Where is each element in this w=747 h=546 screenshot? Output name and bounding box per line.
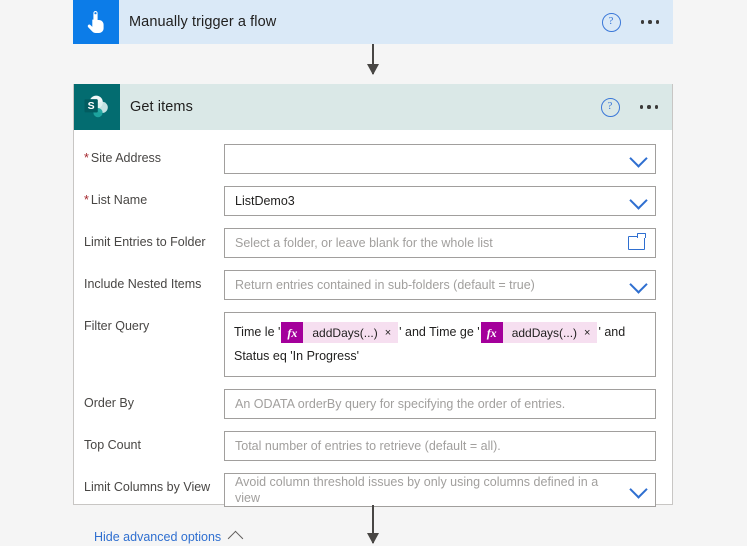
hide-advanced-options-button[interactable]: Hide advanced options [94, 530, 244, 546]
list-name-value: ListDemo3 [235, 194, 295, 208]
svg-text:S: S [88, 100, 95, 112]
help-icon[interactable]: ? [601, 12, 621, 32]
tap-hand-icon [73, 0, 119, 44]
limit-entries-to-folder-input[interactable]: Select a folder, or leave blank for the … [224, 228, 656, 258]
chevron-down-icon[interactable] [629, 149, 648, 168]
limit-columns-by-view-input[interactable]: Avoid column threshold issues by only us… [224, 473, 656, 507]
connector-arrow-top [367, 44, 379, 75]
trigger-card[interactable]: Manually trigger a flow ? [73, 0, 673, 44]
field-row-list-name: *List Name ListDemo3 [84, 186, 656, 216]
filter-query-text-between: ' and Time ge ' [399, 325, 480, 339]
sharepoint-icon: S [74, 84, 120, 130]
trigger-card-actions: ? [601, 0, 662, 44]
chevron-down-icon[interactable] [629, 275, 648, 294]
trigger-card-header[interactable]: Manually trigger a flow ? [73, 0, 673, 44]
connector-arrow-bottom [367, 505, 379, 544]
field-row-limit-columns-by-view: Limit Columns by View Avoid column thres… [84, 473, 656, 507]
expression-token-2[interactable]: fx addDays(...) × [480, 322, 598, 344]
action-card-get-items[interactable]: S Get items ? *Site Address [73, 84, 673, 546]
field-row-limit-entries-to-folder: Limit Entries to Folder Select a folder,… [84, 228, 656, 258]
top-count-placeholder: Total number of entries to retrieve (def… [235, 439, 501, 453]
field-label-limit-entries-to-folder: Limit Entries to Folder [84, 235, 206, 249]
fx-icon: fx [480, 322, 503, 344]
field-label-limit-columns-by-view: Limit Columns by View [84, 480, 211, 494]
remove-token-1-icon[interactable]: × [384, 326, 392, 339]
expression-token-1-label: addDays(...) [312, 325, 378, 340]
field-label-list-name: *List Name [84, 193, 148, 207]
field-label-site-address: *Site Address [84, 151, 162, 165]
field-label-filter-query: Filter Query [84, 319, 150, 333]
order-by-input[interactable]: An ODATA orderBy query for specifying th… [224, 389, 656, 419]
top-count-input[interactable]: Total number of entries to retrieve (def… [224, 431, 656, 461]
filter-query-text-after: ' and [598, 325, 626, 339]
expression-token-2-label: addDays(...) [511, 325, 578, 340]
field-label-top-count: Top Count [84, 438, 141, 452]
limit-columns-by-view-placeholder: Avoid column threshold issues by only us… [235, 475, 599, 505]
action-card-actions: ? [600, 84, 661, 130]
order-by-placeholder: An ODATA orderBy query for specifying th… [235, 397, 566, 411]
required-asterisk: * [84, 151, 89, 165]
field-row-top-count: Top Count Total number of entries to ret… [84, 431, 656, 461]
field-label-order-by: Order By [84, 396, 135, 410]
chevron-down-icon[interactable] [629, 480, 648, 499]
more-menu-icon[interactable] [638, 101, 661, 113]
site-address-input[interactable] [224, 144, 656, 174]
field-row-site-address: *Site Address [84, 144, 656, 174]
include-nested-items-placeholder: Return entries contained in sub-folders … [235, 278, 535, 292]
list-name-input[interactable]: ListDemo3 [224, 186, 656, 216]
chevron-down-icon[interactable] [629, 191, 648, 210]
limit-entries-to-folder-placeholder: Select a folder, or leave blank for the … [235, 236, 493, 250]
action-card-header[interactable]: S Get items ? [74, 84, 672, 130]
field-row-order-by: Order By An ODATA orderBy query for spec… [84, 389, 656, 419]
filter-query-line-2: Status eq 'In Progress' [234, 349, 359, 363]
action-card-title: Get items [130, 99, 193, 115]
trigger-card-title: Manually trigger a flow [129, 14, 277, 30]
more-menu-icon[interactable] [639, 16, 662, 28]
filter-query-text-before: Time le ' [234, 325, 281, 339]
remove-token-2-icon[interactable]: × [584, 326, 591, 339]
help-icon[interactable]: ? [600, 97, 620, 117]
action-card-body: *Site Address *List Name ListDemo3 [74, 130, 672, 546]
include-nested-items-input[interactable]: Return entries contained in sub-folders … [224, 270, 656, 300]
field-label-include-nested-items: Include Nested Items [84, 277, 202, 291]
expression-token-1[interactable]: fx addDays(...) × [281, 322, 399, 344]
folder-icon[interactable] [628, 232, 646, 250]
fx-icon: fx [281, 322, 304, 344]
field-row-include-nested-items: Include Nested Items Return entries cont… [84, 270, 656, 300]
required-asterisk: * [84, 193, 89, 207]
hide-advanced-options-label: Hide advanced options [94, 530, 222, 544]
